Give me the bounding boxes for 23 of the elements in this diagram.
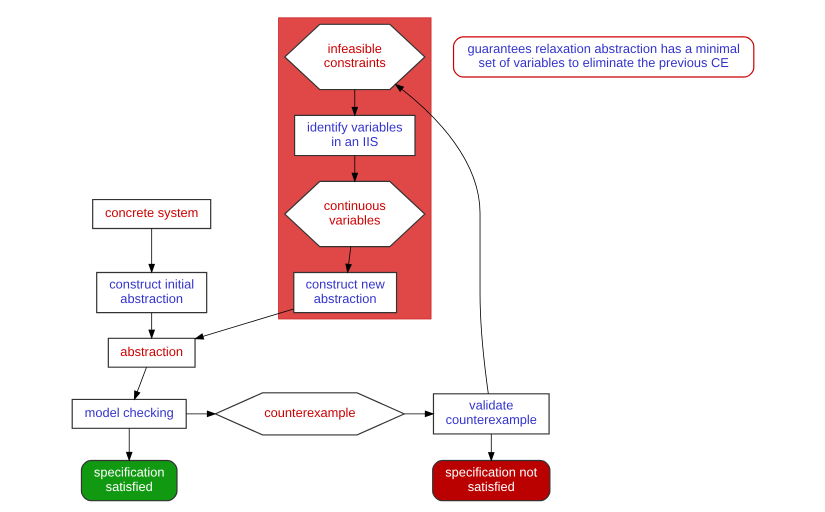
cluster bbox=[278, 17, 431, 320]
arrow bbox=[394, 84, 488, 394]
node-box: abstraction bbox=[107, 338, 196, 368]
node-box: construct initial abstraction bbox=[96, 272, 207, 314]
node-box: construct new abstraction bbox=[292, 272, 397, 314]
arrow bbox=[125, 428, 132, 462]
arrow bbox=[148, 312, 155, 340]
arrow bbox=[350, 155, 358, 182]
node-box: concrete system bbox=[92, 198, 211, 230]
node-box: model checking bbox=[71, 398, 186, 429]
node-box: specification satisfied bbox=[80, 460, 178, 502]
arrow bbox=[185, 410, 216, 418]
node-box: validate counterexample bbox=[432, 393, 550, 435]
arrow bbox=[350, 89, 358, 116]
arrow bbox=[487, 434, 494, 462]
node-box: specification not satisfied bbox=[432, 460, 550, 502]
arrow bbox=[148, 228, 155, 274]
arrow bbox=[194, 308, 294, 340]
arrow bbox=[133, 366, 146, 400]
arrow bbox=[344, 246, 352, 274]
node-box: identify variables in an IIS bbox=[293, 114, 416, 156]
arrow bbox=[404, 410, 434, 418]
node-box: guarantees relaxation abstraction has a minimal set of variables to eliminate the previous CE bbox=[452, 36, 754, 78]
